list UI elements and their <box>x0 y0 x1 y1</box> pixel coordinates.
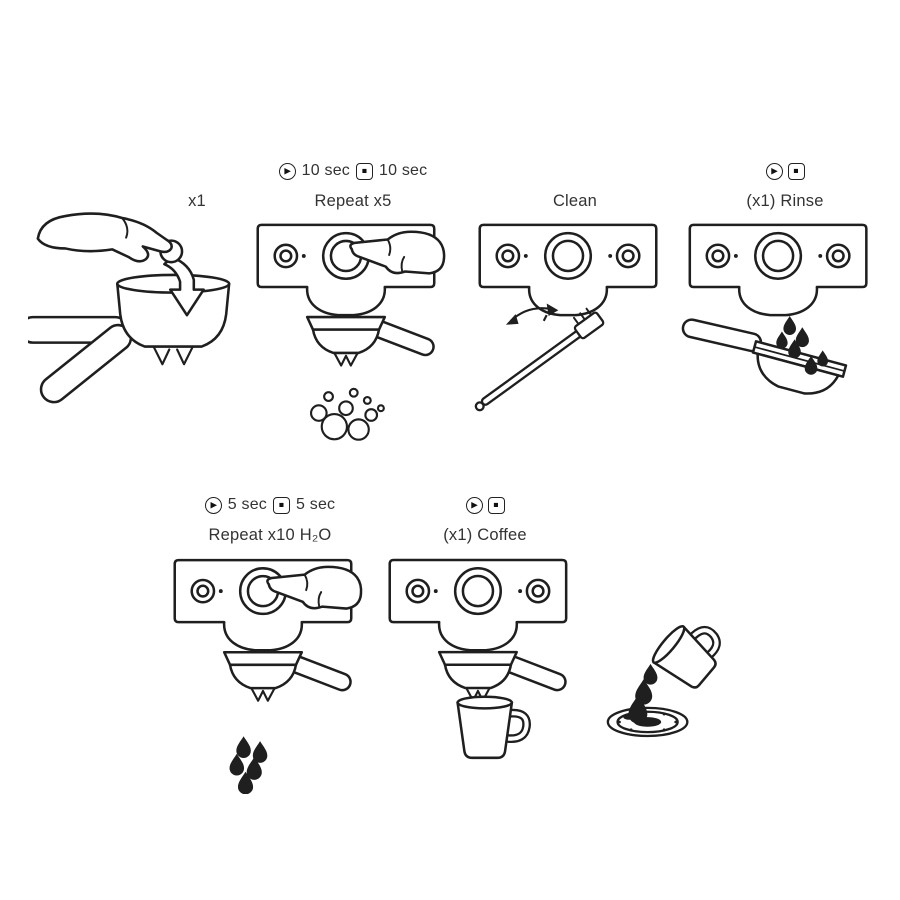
machine-panel <box>688 223 868 317</box>
cup-body <box>652 625 717 689</box>
play-duration: 10 sec <box>301 162 350 179</box>
rinse-portafilter <box>681 318 848 395</box>
soap-bubbles <box>310 387 385 441</box>
step4-illustration <box>681 223 868 395</box>
play-glyph: ▶ <box>210 499 218 510</box>
play-glyph: ▶ <box>771 165 778 176</box>
portafilter-bowl <box>756 352 840 395</box>
play-icon: ▶ <box>278 162 296 180</box>
step5-timing: ▶ 5 sec ■ 5 sec <box>170 494 370 516</box>
cleaning-brush <box>474 307 605 412</box>
stop-icon: ■ <box>356 162 373 180</box>
step1-header: x1 <box>97 192 297 211</box>
brush-hang-ring <box>474 401 485 412</box>
step6-header: ▶ ■ (x1) Coffee <box>385 494 585 545</box>
play-icon: ▶ <box>465 496 483 514</box>
stop-glyph: ■ <box>793 165 799 176</box>
play-glyph: ▶ <box>471 499 478 510</box>
stop-glyph: ■ <box>361 165 368 176</box>
stop-icon: ■ <box>787 162 805 180</box>
brush-bristles <box>572 307 593 326</box>
step2-timing: ▶ 10 sec ■ 10 sec <box>253 160 453 182</box>
play-icon: ▶ <box>204 496 222 514</box>
scrub-arrow-icon <box>505 303 559 325</box>
stop-icon: ■ <box>487 496 505 514</box>
cup-rim <box>456 695 514 710</box>
stop-glyph: ■ <box>493 499 499 510</box>
coffee-cup <box>456 695 531 760</box>
step5-header: ▶ 5 sec ■ 5 sec Repeat x10 H₂O <box>170 494 370 545</box>
play-duration: 5 sec <box>227 496 267 513</box>
portafilter <box>222 650 355 702</box>
machine-panel <box>478 223 658 317</box>
stop-duration: 5 sec <box>296 496 336 513</box>
portafilter <box>305 315 438 367</box>
step6-illustration <box>388 558 721 760</box>
water-drops <box>229 736 268 794</box>
step5-illustration <box>173 558 363 794</box>
cup-body <box>456 701 514 760</box>
portafilter-handle <box>681 318 763 353</box>
hand-finger-line <box>121 217 129 239</box>
step4-header: ▶ ■ (x1) Rinse <box>685 160 885 211</box>
down-arrow-icon <box>163 255 205 317</box>
step4-label: (x1) Rinse <box>746 192 824 210</box>
step3-header: Clean <box>475 192 675 211</box>
step2-header: ▶ 10 sec ■ 10 sec Repeat x5 <box>253 160 453 211</box>
play-icon: ▶ <box>765 162 783 180</box>
cup-rim <box>651 625 686 664</box>
step4-timing: ▶ ■ <box>685 160 885 182</box>
stop-glyph: ■ <box>278 499 285 510</box>
step3-label: Clean <box>552 192 598 210</box>
pouring-cup <box>651 625 721 689</box>
drip-tray-drain <box>606 706 689 738</box>
step6-label: (x1) Coffee <box>443 526 527 544</box>
step1-label: x1 <box>188 192 206 210</box>
step3-illustration <box>474 223 658 412</box>
step6-timing: ▶ ■ <box>385 494 585 516</box>
portafilter <box>437 650 570 702</box>
brush-handle <box>480 330 582 406</box>
step1-illustration <box>28 212 231 404</box>
step2-label: Repeat x5 <box>314 192 392 210</box>
stop-icon: ■ <box>273 496 290 514</box>
hand-holding-tablet <box>36 212 173 263</box>
portafilter-spouts <box>152 345 194 366</box>
step5-label: Repeat x10 H₂O <box>208 526 332 544</box>
portafilter-bowl <box>116 282 231 348</box>
machine-panel <box>388 558 568 652</box>
step2-illustration <box>256 223 446 441</box>
play-glyph: ▶ <box>284 165 291 176</box>
stop-duration: 10 sec <box>379 162 428 179</box>
